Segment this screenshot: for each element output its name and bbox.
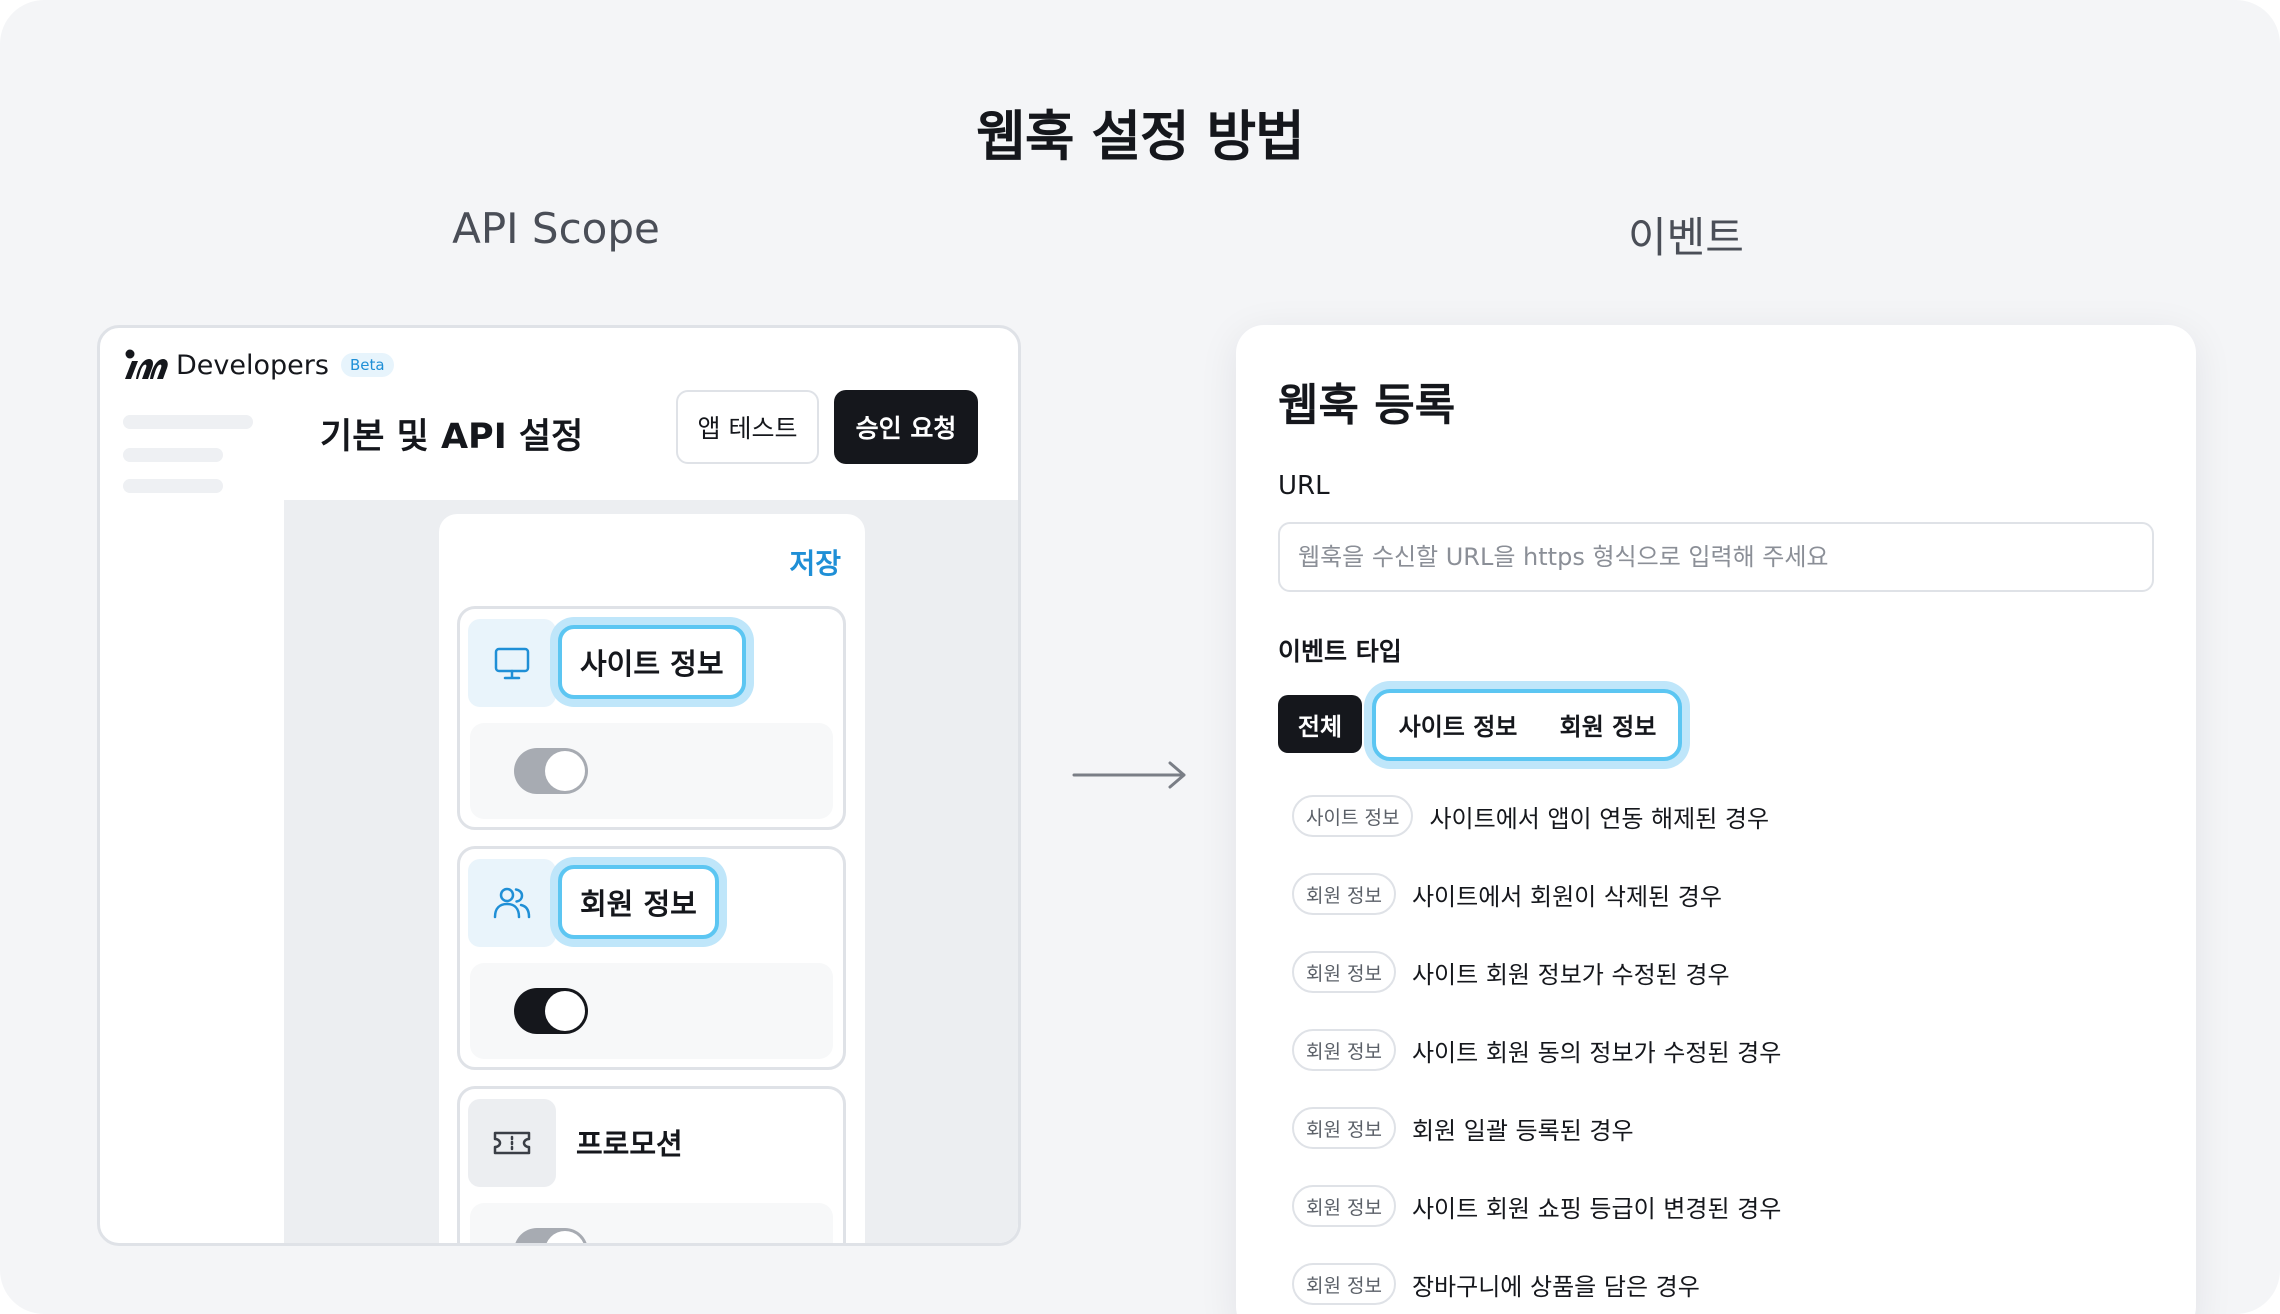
developers-header: Developers Beta (122, 344, 394, 386)
event-item[interactable]: 회원 정보 사이트 회원 정보가 수정된 경우 (1292, 949, 1730, 995)
approval-request-button[interactable]: 승인 요청 (834, 390, 978, 464)
monitor-icon (468, 619, 556, 707)
tab-site-info[interactable]: 사이트 정보 (1398, 712, 1518, 741)
member-info-toggle[interactable] (514, 988, 588, 1034)
page-title: 웹훅 설정 방법 (976, 105, 1305, 168)
arrow-right-icon (1072, 761, 1186, 789)
event-item[interactable]: 회원 정보 장바구니에 상품을 담은 경우 (1292, 1261, 1700, 1307)
scope-card-member-info: 회원 정보 (457, 846, 846, 1070)
event-category-tag: 회원 정보 (1292, 1107, 1396, 1149)
event-item[interactable]: 사이트 정보 사이트에서 앱이 연동 해제된 경우 (1292, 793, 1769, 839)
scope-toggle-row (470, 963, 833, 1059)
scope-toggle-row (470, 723, 833, 819)
event-description: 사이트 회원 동의 정보가 수정된 경우 (1411, 1038, 1782, 1067)
event-description: 장바구니에 상품을 담은 경우 (1411, 1272, 1700, 1301)
event-category-tag: 회원 정보 (1292, 951, 1396, 993)
event-description: 사이트에서 회원이 삭제된 경우 (1411, 882, 1722, 911)
scope-card-site-info: 사이트 정보 (457, 606, 846, 830)
event-description: 사이트 회원 정보가 수정된 경우 (1411, 960, 1730, 989)
url-label: URL (1278, 471, 1330, 501)
users-icon (468, 859, 556, 947)
sidebar-skeleton-line (123, 415, 253, 429)
event-category-tag: 회원 정보 (1292, 1029, 1396, 1071)
imweb-logo-icon (125, 349, 168, 379)
event-item[interactable]: 회원 정보 사이트 회원 동의 정보가 수정된 경우 (1292, 1027, 1781, 1073)
site-info-toggle[interactable] (514, 748, 588, 794)
event-item[interactable]: 회원 정보 사이트 회원 쇼핑 등급이 변경된 경우 (1292, 1183, 1781, 1229)
scope-card-promotion: 프로모션 (457, 1086, 846, 1243)
app-test-button[interactable]: 앱 테스트 (676, 390, 819, 464)
event-item[interactable]: 회원 정보 회원 일괄 등록된 경우 (1292, 1105, 1634, 1151)
tab-all[interactable]: 전체 (1278, 695, 1362, 753)
event-description: 사이트 회원 쇼핑 등급이 변경된 경우 (1411, 1194, 1782, 1223)
ticket-icon (468, 1099, 556, 1187)
beta-badge: Beta (340, 353, 394, 377)
event-description: 사이트에서 앱이 연동 해제된 경우 (1429, 804, 1770, 833)
webhook-registration-card: 웹훅 등록 URL 이벤트 타입 전체 사이트 정보 회원 정보 사이트 정보 … (1236, 325, 2196, 1314)
event-section-label: 이벤트 (1628, 213, 1744, 262)
scope-label-site-info: 사이트 정보 (558, 625, 746, 699)
tab-member-info[interactable]: 회원 정보 (1559, 712, 1657, 741)
settings-page-title: 기본 및 API 설정 (320, 417, 584, 457)
event-category-tag: 사이트 정보 (1292, 795, 1414, 837)
event-category-tag: 회원 정보 (1292, 1185, 1396, 1227)
event-category-tag: 회원 정보 (1292, 1263, 1396, 1305)
sidebar-skeleton-line (123, 479, 223, 493)
event-item[interactable]: 회원 정보 사이트에서 회원이 삭제된 경우 (1292, 871, 1722, 917)
scope-label-member-info: 회원 정보 (558, 865, 719, 939)
webhook-url-input[interactable] (1278, 522, 2154, 592)
highlighted-tab-group (1372, 689, 1682, 761)
event-description: 회원 일괄 등록된 경우 (1411, 1116, 1634, 1145)
settings-content-area: 저장 사이트 정보 (284, 500, 1018, 1243)
scope-toggle-row (470, 1203, 833, 1243)
scope-label-promotion: 프로모션 (558, 1105, 701, 1179)
webhook-registration-title: 웹훅 등록 (1278, 380, 1456, 431)
sidebar-skeleton-line (123, 448, 223, 462)
event-type-label: 이벤트 타입 (1278, 637, 1402, 666)
event-category-tag: 회원 정보 (1292, 873, 1396, 915)
api-scope-panel: 저장 사이트 정보 (439, 514, 865, 1243)
developers-settings-window: Developers Beta 기본 및 API 설정 앱 테스트 승인 요청 … (97, 325, 1021, 1246)
developers-brand-text: Developers (176, 349, 329, 381)
promotion-toggle[interactable] (514, 1228, 588, 1243)
api-scope-section-label: API Scope (452, 204, 660, 253)
save-link[interactable]: 저장 (789, 547, 841, 580)
